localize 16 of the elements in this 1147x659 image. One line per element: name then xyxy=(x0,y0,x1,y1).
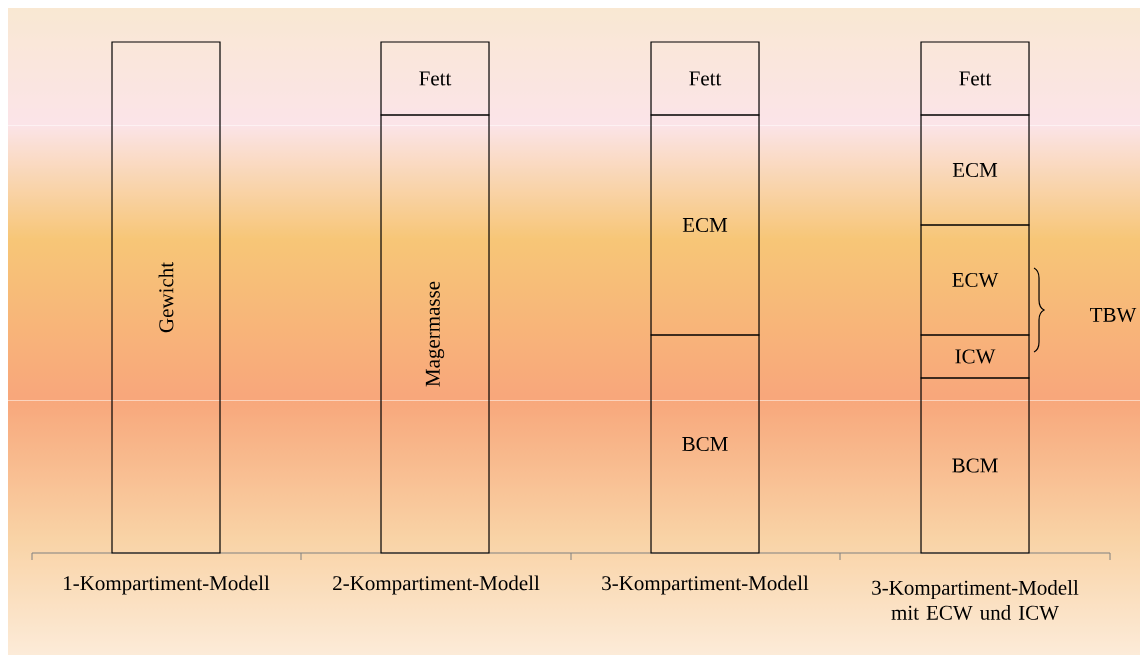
bar-segment: ECW xyxy=(920,224,1030,336)
category-label: 3-Kompartiment-Modell mit ECW und ICW xyxy=(872,580,1079,620)
category-label: 2-Kompartiment-Modell xyxy=(333,575,540,595)
category-label: 3-Kompartiment-Modell xyxy=(602,575,809,595)
bar-segment: Gewicht xyxy=(111,41,221,554)
bar-segment: Fett xyxy=(920,41,1030,116)
category-label: 1-Kompartiment-Modell xyxy=(64,575,270,595)
bar-segment: Fett xyxy=(650,41,760,116)
bar-segment: ECM xyxy=(650,114,760,336)
bar-segment: BCM xyxy=(650,334,760,554)
bar-segment: Magermasse xyxy=(380,114,490,554)
bar-segment: Fett xyxy=(380,41,490,116)
bar-segment: ECM xyxy=(920,114,1030,226)
bar-segment: ICW xyxy=(920,334,1030,379)
bar-segment: BCM xyxy=(920,377,1030,554)
category-label: TBW xyxy=(1090,307,1137,323)
